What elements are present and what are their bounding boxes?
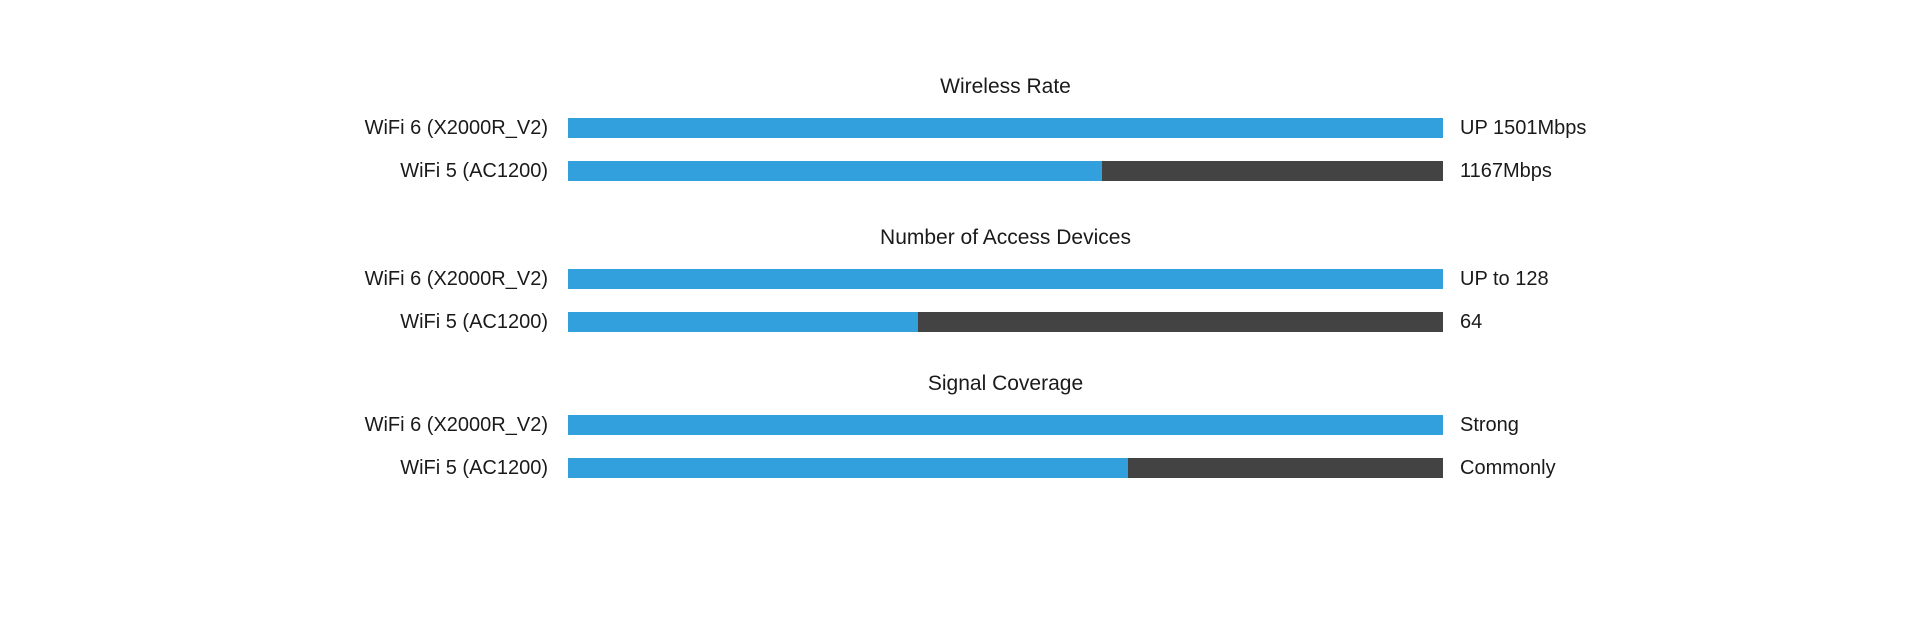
bar-fill-segment [568, 269, 1443, 289]
bar-track [568, 415, 1443, 435]
bar-row: WiFi 5 (AC1200) 64 [0, 312, 1920, 332]
bar-fill-segment [568, 161, 1102, 181]
bar-row-label: WiFi 5 (AC1200) [400, 457, 548, 479]
bar-value-label: 64 [1460, 311, 1483, 333]
bar-track [568, 161, 1443, 181]
bar-row: WiFi 6 (X2000R_V2) UP to 128 [0, 269, 1920, 289]
group-title: Signal Coverage [927, 372, 1084, 395]
bar-fill-segment [568, 458, 1128, 478]
bar-value-label: UP 1501Mbps [1460, 117, 1587, 139]
bar-value-label: Commonly [1460, 457, 1556, 479]
bar-row: WiFi 6 (X2000R_V2) UP 1501Mbps [0, 118, 1920, 138]
bar-value-label: 1167Mbps [1460, 160, 1552, 182]
bar-row-label: WiFi 5 (AC1200) [400, 160, 548, 182]
bar-row-label: WiFi 6 (X2000R_V2) [364, 414, 548, 436]
bar-track [568, 118, 1443, 138]
bar-fill-segment [568, 415, 1443, 435]
bar-row-label: WiFi 5 (AC1200) [400, 311, 548, 333]
group-title: Number of Access Devices [880, 226, 1131, 249]
group-title: Wireless Rate [940, 75, 1071, 98]
bar-fill-segment [568, 118, 1443, 138]
bar-row: WiFi 5 (AC1200) Commonly [0, 458, 1920, 478]
bar-track [568, 458, 1443, 478]
bar-fill-segment [568, 312, 918, 332]
bar-row: WiFi 6 (X2000R_V2) Strong [0, 415, 1920, 435]
bar-row-label: WiFi 6 (X2000R_V2) [364, 268, 548, 290]
bar-value-label: UP to 128 [1460, 268, 1549, 290]
bar-track [568, 312, 1443, 332]
bar-value-label: Strong [1460, 414, 1519, 436]
bar-row-label: WiFi 6 (X2000R_V2) [364, 117, 548, 139]
bar-row: WiFi 5 (AC1200) 1167Mbps [0, 161, 1920, 181]
bar-track [568, 269, 1443, 289]
